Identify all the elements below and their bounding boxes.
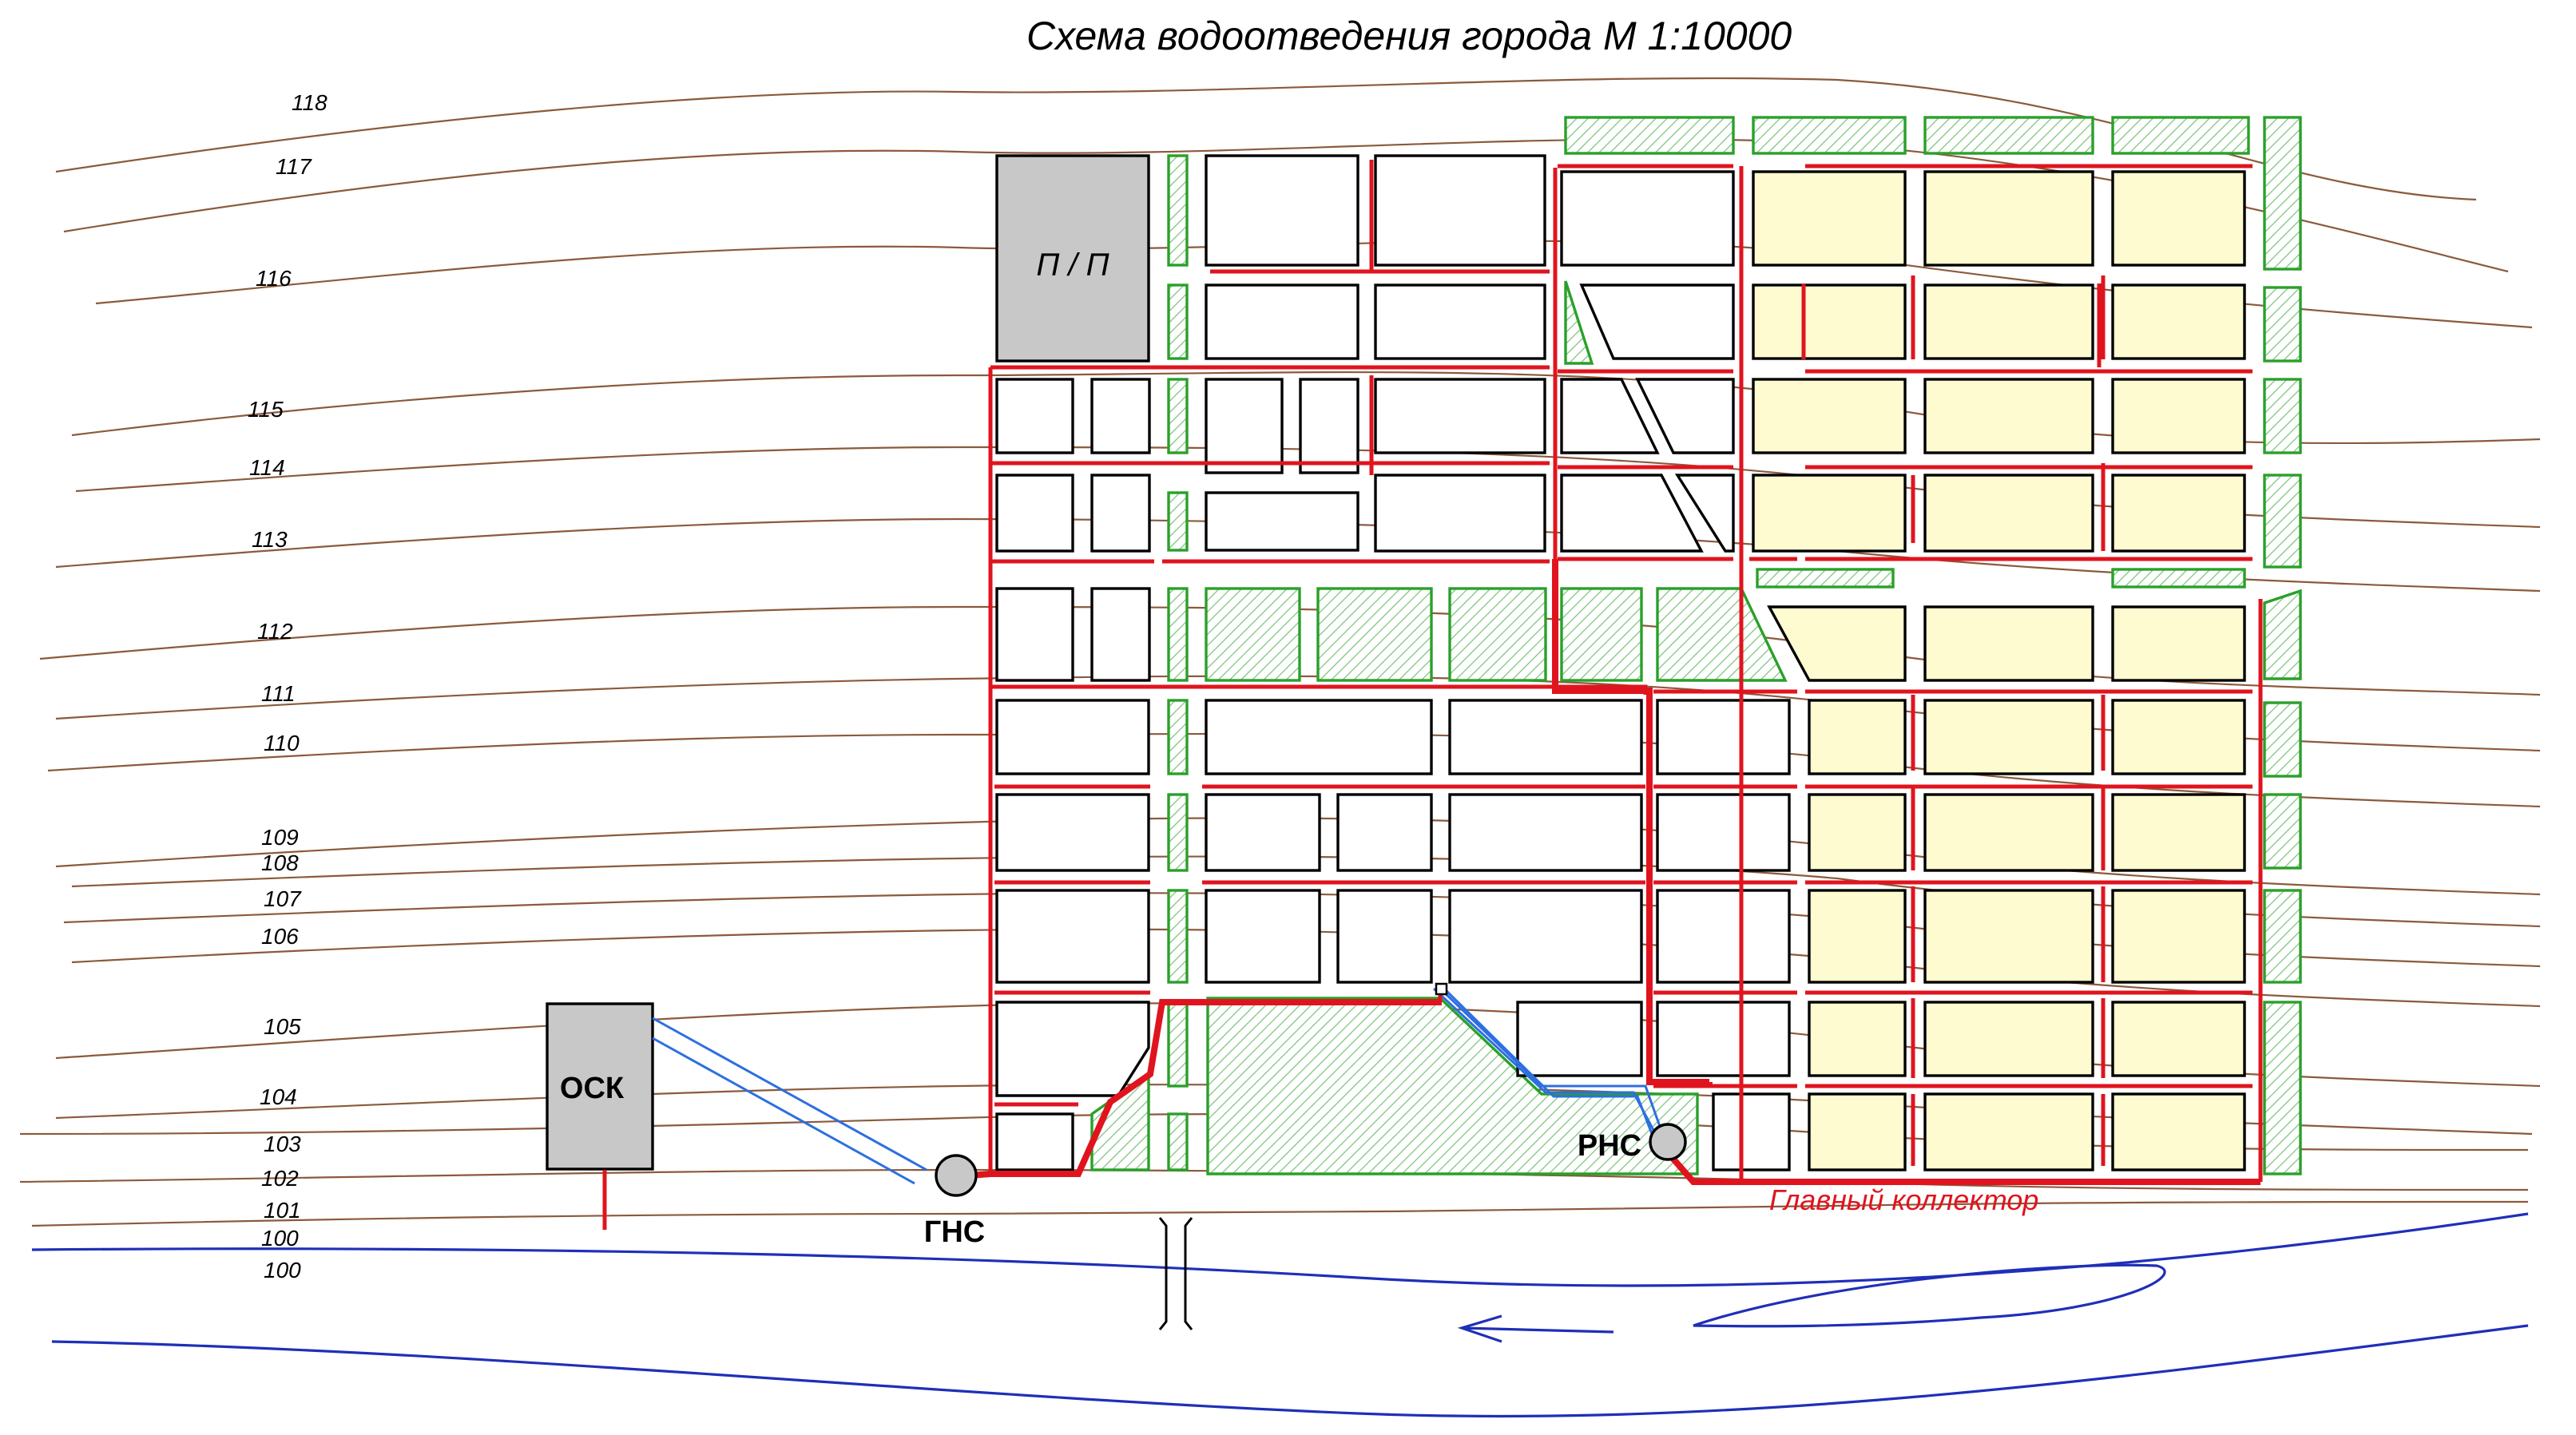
contour-label: 113	[252, 527, 288, 552]
residential-zone	[1752, 170, 2246, 1171]
flow-arrow-icon	[1457, 1314, 1614, 1343]
river-island	[1693, 1263, 2166, 1328]
contour-label: 107	[264, 886, 302, 911]
inlet-chamber	[1435, 982, 1448, 996]
contour-label: 100	[261, 1226, 299, 1251]
district-pump-label: РНС	[1578, 1129, 1641, 1163]
contour-label: 115	[248, 397, 284, 422]
diagram-title: Схема водоотведения города М 1:10000	[1026, 14, 1792, 58]
treatment-plant: ОСК	[546, 1002, 654, 1230]
main-collector-label: Главный коллектор	[1769, 1183, 2038, 1216]
sewer-network	[938, 160, 2263, 1185]
contour-label: 109	[261, 825, 299, 850]
contour-label: 108	[261, 850, 299, 875]
industrial-enterprise: П / П	[995, 154, 1150, 363]
contour-label: 105	[264, 1014, 301, 1039]
main-pump-label: ГНС	[924, 1215, 985, 1249]
contour-label: 114	[249, 455, 285, 480]
contour-label: 118	[292, 90, 327, 115]
contour-label: 116	[256, 266, 292, 291]
green-zones	[1090, 116, 2302, 1175]
river	[31, 1212, 2529, 1418]
treatment-plant-label: ОСК	[560, 1072, 625, 1105]
contour-label: 110	[264, 731, 300, 755]
contour-label: 100	[264, 1258, 301, 1282]
contour-label: 117	[276, 154, 312, 179]
industrial-label: П / П	[1036, 248, 1109, 283]
contour-101	[31, 1200, 2529, 1227]
contour-label: 101	[264, 1198, 301, 1223]
river-bank-north	[31, 1212, 2529, 1287]
contour-label: 111	[261, 681, 296, 706]
contour-label: 102	[261, 1166, 299, 1191]
contour-label: 112	[257, 619, 293, 644]
main-pump-station: ГНС	[924, 1154, 985, 1249]
contour-label-group: 118 117 116 115 114 113 112 111 110 109 …	[248, 90, 327, 1282]
river-bank-south	[51, 1324, 2529, 1418]
pressure-pipes	[652, 987, 1667, 1185]
bridge	[1158, 1217, 1193, 1330]
blocks	[995, 154, 1791, 1171]
contour-label: 104	[260, 1084, 297, 1109]
contour-label: 103	[264, 1132, 301, 1156]
contour-label: 106	[261, 924, 299, 949]
district-pump-station: РНС	[1578, 1123, 1687, 1163]
